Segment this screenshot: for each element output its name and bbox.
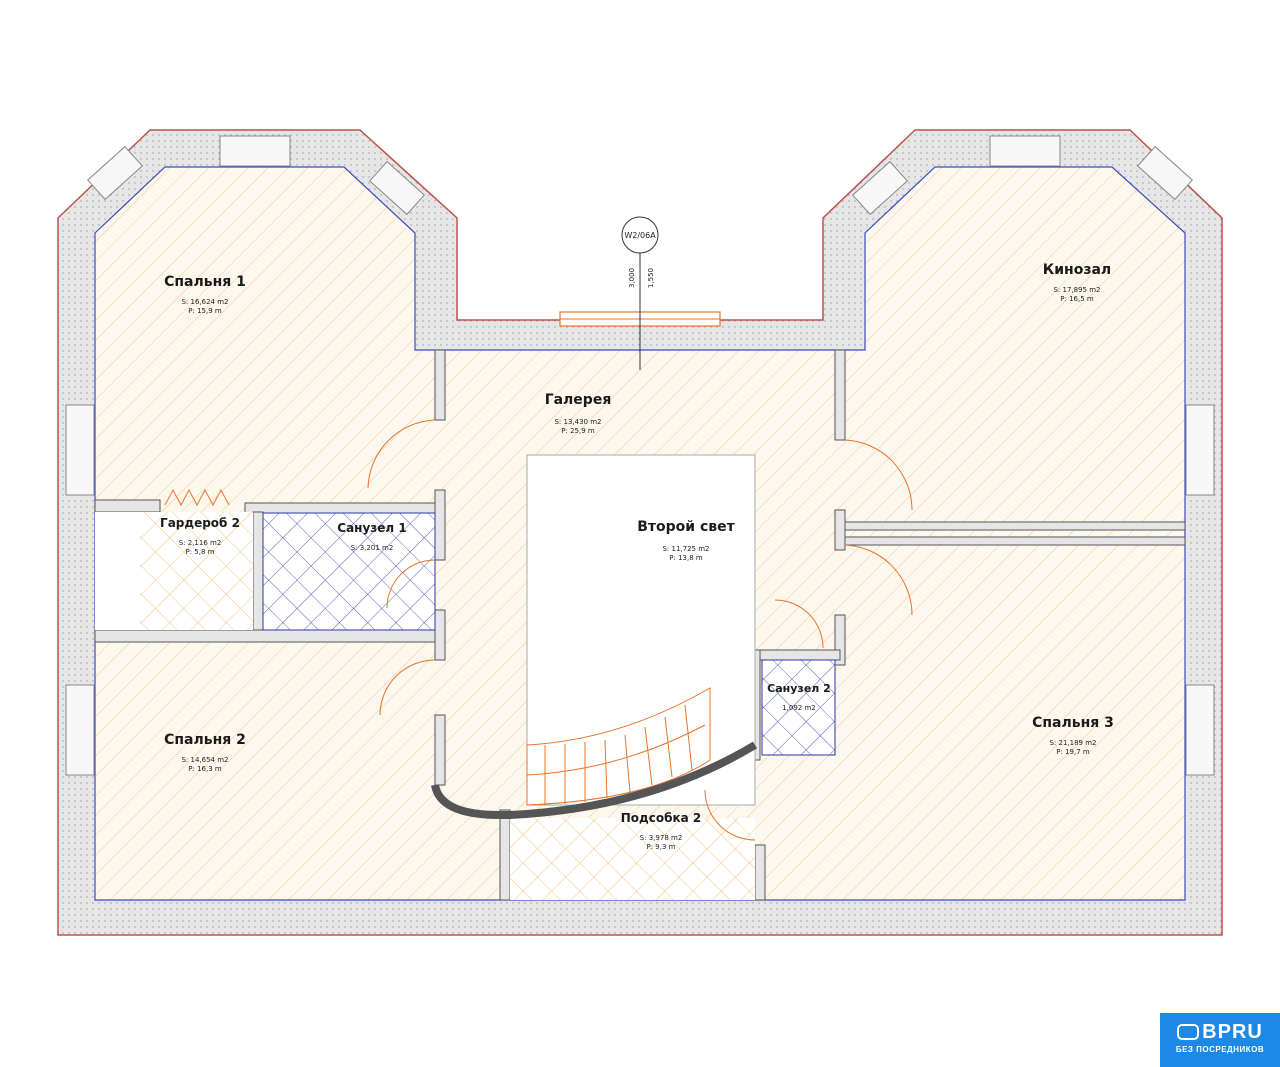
svg-text:Спальня 2: Спальня 2 bbox=[164, 732, 246, 748]
window-tag-marker: W2/06A 3,000 1,550 bbox=[621, 216, 659, 370]
svg-text:P: 16,3 m: P: 16,3 m bbox=[188, 765, 222, 773]
svg-text:S: 11,725 m2: S: 11,725 m2 bbox=[662, 545, 709, 553]
window-dim-1: 3,000 bbox=[628, 268, 636, 288]
room-label-bedroom3: Спальня 3 S: 21,189 m2 P: 19,7 m bbox=[1032, 715, 1114, 756]
svg-text:Гардероб 2: Гардероб 2 bbox=[160, 516, 240, 530]
room-label-cinema: Кинозал S: 17,895 m2 P: 16,5 m bbox=[1043, 262, 1111, 303]
svg-text:S: 16,624 m2: S: 16,624 m2 bbox=[181, 298, 228, 306]
room-label-second-light: Второй свет S: 11,725 m2 P: 13,8 m bbox=[637, 519, 735, 562]
curved-wall bbox=[431, 741, 758, 819]
svg-text:1,092 m2: 1,092 m2 bbox=[782, 704, 816, 712]
svg-text:Санузел 2: Санузел 2 bbox=[767, 682, 831, 695]
bath1-floor bbox=[262, 512, 436, 631]
wardrobe-left bbox=[95, 512, 140, 630]
svg-text:P: 15,9 m: P: 15,9 m bbox=[188, 307, 222, 315]
logo-brand: BPRU bbox=[1202, 1021, 1263, 1043]
people-icon bbox=[1177, 1024, 1200, 1040]
window-tag: W2/06A bbox=[624, 231, 656, 240]
svg-text:P: 16,5 m: P: 16,5 m bbox=[1060, 295, 1094, 303]
room-label-wardrobe2: Гардероб 2 S: 2,116 m2 P: 5,8 m bbox=[160, 516, 240, 556]
svg-text:P: 13,8 m: P: 13,8 m bbox=[669, 554, 703, 562]
svg-text:Подсобка 2: Подсобка 2 bbox=[621, 811, 701, 825]
svg-text:S: 13,430 m2: S: 13,430 m2 bbox=[554, 418, 601, 426]
svg-text:Кинозал: Кинозал bbox=[1043, 262, 1111, 278]
room-label-gallery: Галерея S: 13,430 m2 P: 25,9 m bbox=[545, 392, 612, 435]
svg-text:S: 3,978 m2: S: 3,978 m2 bbox=[640, 834, 683, 842]
doors bbox=[164, 419, 913, 841]
svg-text:Санузел 1: Санузел 1 bbox=[337, 521, 406, 535]
svg-text:S: 21,189 m2: S: 21,189 m2 bbox=[1049, 739, 1096, 747]
svg-text:S: 2,116 m2: S: 2,116 m2 bbox=[179, 539, 222, 547]
room-label-bath1: Санузел 1 S: 3,201 m2 bbox=[337, 521, 406, 552]
svg-text:P: 19,7 m: P: 19,7 m bbox=[1056, 748, 1090, 756]
logo-slogan: БЕЗ ПОСРЕДНИКОВ bbox=[1175, 1045, 1265, 1054]
svg-text:S: 3,201 m2: S: 3,201 m2 bbox=[351, 544, 394, 552]
svg-text:Галерея: Галерея bbox=[545, 392, 612, 408]
svg-text:P: 9,3 m: P: 9,3 m bbox=[647, 843, 676, 851]
svg-text:Спальня 1: Спальня 1 bbox=[164, 274, 246, 290]
bath2-floor bbox=[761, 659, 836, 756]
storage-floor bbox=[510, 818, 755, 900]
svg-text:S: 14,654 m2: S: 14,654 m2 bbox=[181, 756, 228, 764]
room-label-bedroom1: Спальня 1 S: 16,624 m2 P: 15,9 m bbox=[164, 274, 246, 315]
room-label-storage2: Подсобка 2 S: 3,978 m2 P: 9,3 m bbox=[621, 811, 701, 851]
svg-text:Спальня 3: Спальня 3 bbox=[1032, 715, 1114, 731]
svg-text:P: 5,8 m: P: 5,8 m bbox=[186, 548, 215, 556]
room-label-bath2: Санузел 2 1,092 m2 bbox=[767, 682, 831, 712]
svg-text:S: 17,895 m2: S: 17,895 m2 bbox=[1053, 286, 1100, 294]
window-dim-2: 1,550 bbox=[647, 268, 655, 288]
svg-text:Второй свет: Второй свет bbox=[637, 519, 735, 535]
bpru-logo[interactable]: BPRU БЕЗ ПОСРЕДНИКОВ bbox=[1160, 1013, 1280, 1067]
room-label-bedroom2: Спальня 2 S: 14,654 m2 P: 16,3 m bbox=[164, 732, 246, 773]
wardrobe-floor bbox=[140, 512, 253, 630]
stairs bbox=[526, 687, 711, 806]
windows bbox=[65, 135, 1215, 776]
svg-text:P: 25,9 m: P: 25,9 m bbox=[561, 427, 595, 435]
